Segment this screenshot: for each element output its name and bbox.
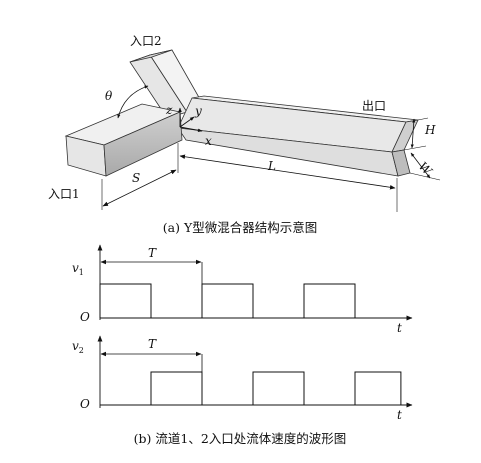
x-axis — [179, 126, 203, 133]
w-dim-line — [410, 152, 431, 179]
z-label: z — [165, 103, 173, 117]
waveform-v1: v1 T O t — [72, 244, 413, 335]
s-label: S — [132, 171, 140, 185]
v1-t-label: t — [397, 321, 402, 335]
inlet2-end-face — [129, 49, 173, 63]
v1-period-label: T — [148, 246, 157, 260]
w-ext — [409, 172, 441, 181]
v2-label: v2 — [72, 339, 84, 355]
h-label: H — [424, 123, 436, 137]
v1-subscript: 1 — [79, 268, 84, 277]
v2-subscript: 2 — [79, 346, 84, 355]
inlet1-channel-side — [103, 111, 183, 177]
l-dim-line — [179, 154, 396, 190]
x-label: x — [205, 134, 212, 148]
caption-b: (b) 流道1、2入口处流体速度的波形图 — [134, 431, 347, 446]
inlet1-label: 入口1 — [48, 187, 80, 201]
inlet2-label: 入口2 — [130, 34, 162, 48]
h-ext-top — [417, 117, 429, 121]
v1-label: v1 — [72, 261, 84, 277]
v1-origin-label: O — [80, 310, 90, 324]
theta-arc — [117, 85, 149, 119]
micromixer-3d: 入口2 入口1 出口 θ z y x S L H W (a) Y型微混合器结构示… — [48, 34, 441, 235]
outlet-label: 出口 — [362, 99, 386, 113]
y-axis — [179, 116, 195, 128]
caption-a: (a) Y型微混合器结构示意图 — [163, 220, 317, 235]
v2-origin-label: O — [80, 397, 90, 411]
theta-label: θ — [105, 89, 113, 103]
waveform-v2: v2 T O t — [72, 335, 413, 422]
w-label: W — [416, 159, 436, 179]
h-ext-bottom — [403, 145, 427, 151]
s-dim-line — [102, 169, 177, 207]
h-dim-line — [410, 118, 416, 149]
l-label: L — [267, 159, 276, 173]
v2-t-label: t — [397, 408, 402, 422]
v2-period-label: T — [148, 337, 157, 351]
v2-pulse-wave — [100, 371, 402, 406]
y-label: y — [194, 104, 202, 118]
v1-pulse-wave — [99, 283, 402, 319]
